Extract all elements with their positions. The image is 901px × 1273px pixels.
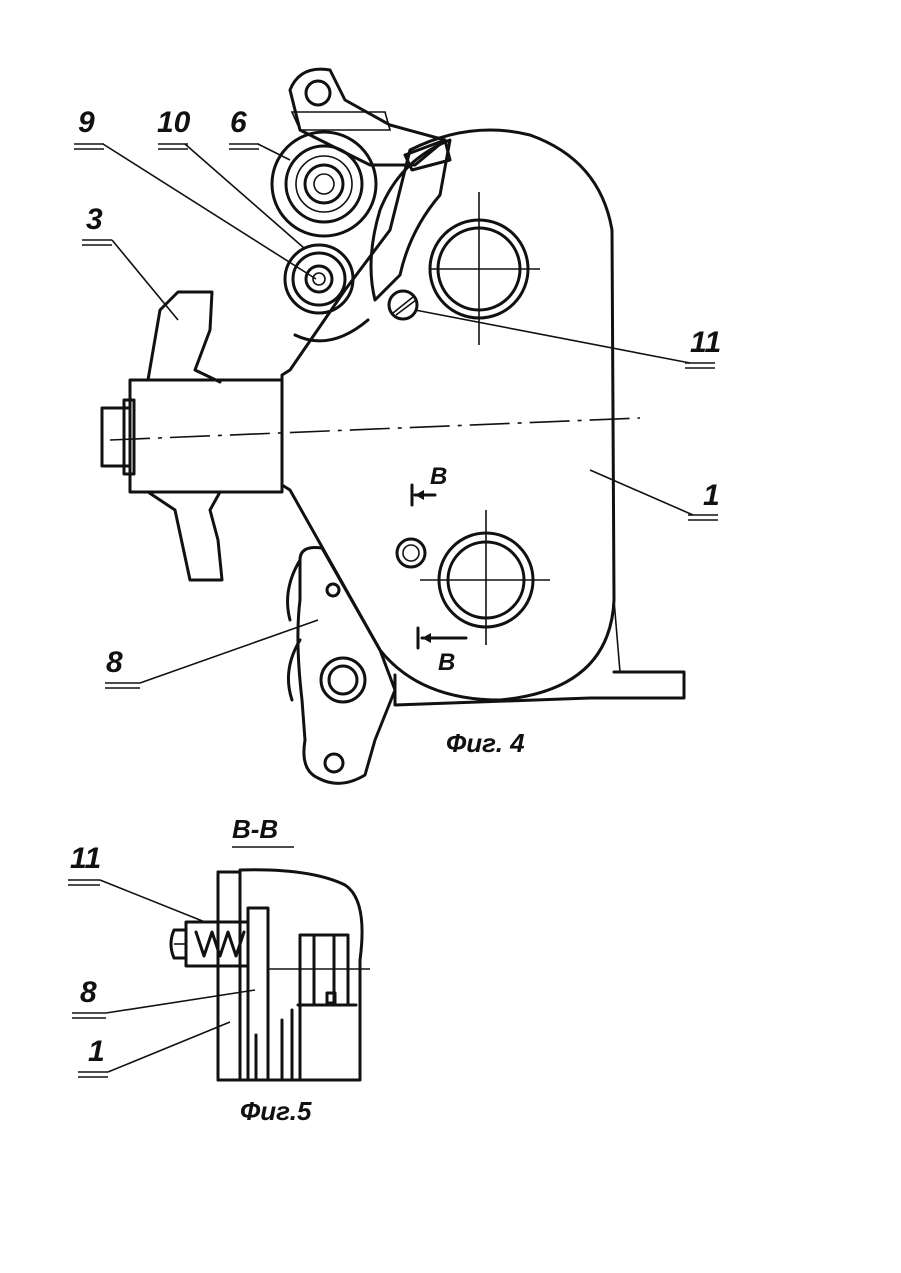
handle-3-lower — [148, 492, 222, 580]
label-1: 1 — [703, 479, 720, 512]
section-title: В-В — [232, 814, 278, 844]
base-plate — [395, 672, 684, 705]
leader-8 — [140, 620, 318, 683]
leader-fig5-8 — [106, 990, 255, 1013]
section-mark-bottom — [418, 628, 466, 648]
housing-wall-1 — [218, 872, 240, 1080]
pulley — [300, 935, 348, 1005]
label-fig5-8: 8 — [80, 976, 97, 1009]
lever-8-hole — [325, 754, 343, 772]
leader-9 — [103, 144, 316, 279]
lower-bore — [420, 510, 550, 645]
upper-bore — [430, 192, 540, 345]
figure-5: В-В — [68, 814, 370, 1126]
figure-4-caption: Фиг. 4 — [446, 728, 525, 758]
stop-screw-11 — [389, 291, 417, 319]
leader-11 — [415, 310, 690, 363]
roller-10 — [285, 245, 353, 313]
figure-5-caption: Фиг.5 — [240, 1096, 312, 1126]
label-underlines-fig4 — [74, 144, 718, 688]
roller-cover-arc — [295, 320, 368, 341]
leader-3 — [112, 240, 178, 320]
shaft-nut — [102, 408, 130, 466]
internal-plates — [256, 1005, 356, 1080]
handle-3-upper — [148, 292, 220, 382]
section-letter-bottom: В — [438, 649, 455, 676]
label-10: 10 — [157, 106, 191, 139]
center-axis-line — [110, 418, 640, 440]
lever-8-pin — [327, 584, 339, 596]
label-fig5-1: 1 — [88, 1035, 105, 1068]
label-fig5-11: 11 — [70, 842, 101, 875]
label-6: 6 — [230, 106, 247, 139]
base-web — [614, 600, 620, 672]
section-letter-top: В — [430, 463, 447, 490]
label-3: 3 — [86, 203, 103, 236]
lever-plate-8 — [248, 908, 268, 1080]
bracket-section-hatch — [292, 112, 390, 130]
upper-pin — [306, 81, 330, 105]
leader-10 — [185, 144, 304, 248]
label-8: 8 — [106, 646, 123, 679]
leader-fig5-1 — [108, 1022, 230, 1072]
leader-6 — [258, 144, 290, 160]
label-11: 11 — [690, 326, 721, 359]
lower-screw — [397, 539, 425, 567]
housing-body-1 — [282, 130, 614, 700]
leader-1 — [590, 470, 693, 515]
roller-6 — [272, 132, 376, 236]
leader-fig5-11 — [100, 880, 205, 922]
figure-4: 9 10 6 3 11 1 8 В В Фиг. 4 — [74, 69, 721, 783]
label-9: 9 — [78, 106, 95, 139]
screw-11-assembly — [171, 922, 248, 966]
lever-8-roller — [321, 658, 365, 702]
